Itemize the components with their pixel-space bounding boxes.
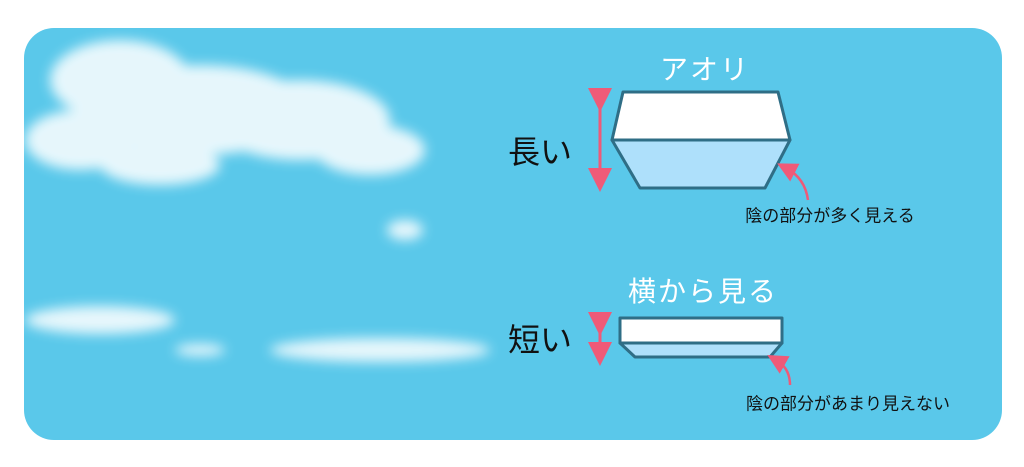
short-label: 短い xyxy=(507,321,573,359)
bottom-box-lit-face xyxy=(618,316,784,345)
long-label: 長い xyxy=(507,133,573,171)
bottom-note: 陰の部分があまり見えない xyxy=(746,394,950,415)
bottom-box xyxy=(618,316,784,359)
bottom-box-shadow-face xyxy=(618,341,784,359)
top-diagram-title: アオリ xyxy=(659,53,751,86)
bottom-note-pointer-arrow xyxy=(767,355,792,386)
bottom-diagram-title: 横から見る xyxy=(627,275,779,308)
top-box xyxy=(610,90,792,190)
clouds xyxy=(25,40,490,362)
top-box-shadow-face xyxy=(610,138,792,190)
top-note-pointer-arrow xyxy=(777,163,810,201)
top-note: 陰の部分が多く見える xyxy=(745,206,915,227)
top-box-lit-face xyxy=(610,90,792,142)
